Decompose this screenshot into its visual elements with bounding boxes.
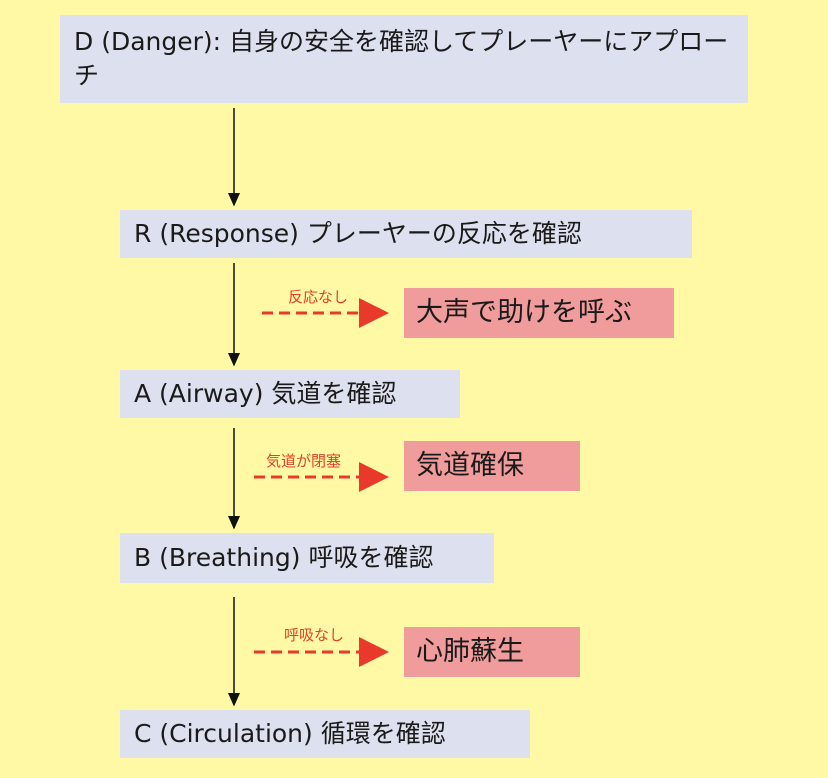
action-text: 大声で助けを呼ぶ <box>416 297 632 328</box>
action-text: 心肺蘇生 <box>416 636 524 667</box>
step-breathing-text: B (Breathing) 呼吸を確認 <box>134 543 434 572</box>
step-circulation: C (Circulation) 循環を確認 <box>120 710 530 758</box>
step-airway: A (Airway) 気道を確認 <box>120 370 460 418</box>
action-text: 気道確保 <box>416 450 524 481</box>
step-circulation-text: C (Circulation) 循環を確認 <box>134 719 446 748</box>
action-airway: 気道確保 <box>404 441 580 491</box>
action-call-help: 大声で助けを呼ぶ <box>404 288 674 338</box>
condition-label-2: 気道が閉塞 <box>266 452 342 470</box>
step-response-text: R (Response) プレーヤーの反応を確認 <box>134 219 582 248</box>
step-airway-text: A (Airway) 気道を確認 <box>134 379 397 408</box>
step-danger: D (Danger): 自身の安全を確認してプレーヤーにアプローチ <box>60 15 748 103</box>
condition-label-1: 反応なし <box>288 288 349 306</box>
action-cpr: 心肺蘇生 <box>404 627 580 677</box>
step-danger-text: D (Danger): 自身の安全を確認してプレーヤーにアプローチ <box>74 27 729 90</box>
step-response: R (Response) プレーヤーの反応を確認 <box>120 210 692 258</box>
condition-label-3: 呼吸なし <box>284 626 345 644</box>
step-breathing: B (Breathing) 呼吸を確認 <box>120 533 494 583</box>
